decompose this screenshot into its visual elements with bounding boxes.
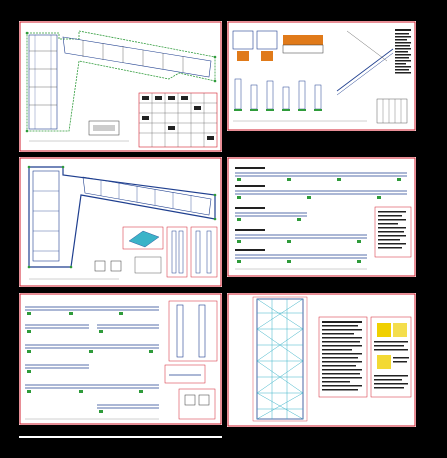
site-plan-drawing	[19, 21, 222, 152]
beam-column-details-drawing	[19, 293, 222, 425]
structural-plan-drawing	[19, 157, 222, 287]
sheet-beam-elevations[interactable]	[227, 157, 416, 277]
beam-elevations-drawing	[227, 157, 416, 277]
bottom-rule	[19, 436, 222, 438]
roof-framing-drawing	[227, 293, 416, 427]
sheet-foundation-details[interactable]	[227, 21, 416, 131]
foundation-details-drawing	[227, 21, 416, 131]
sheet-roof-framing[interactable]	[227, 293, 416, 427]
sheet-structural-plan[interactable]	[19, 157, 222, 287]
sheet-beam-column-details[interactable]	[19, 293, 222, 425]
sheet-site-plan[interactable]	[19, 21, 222, 152]
